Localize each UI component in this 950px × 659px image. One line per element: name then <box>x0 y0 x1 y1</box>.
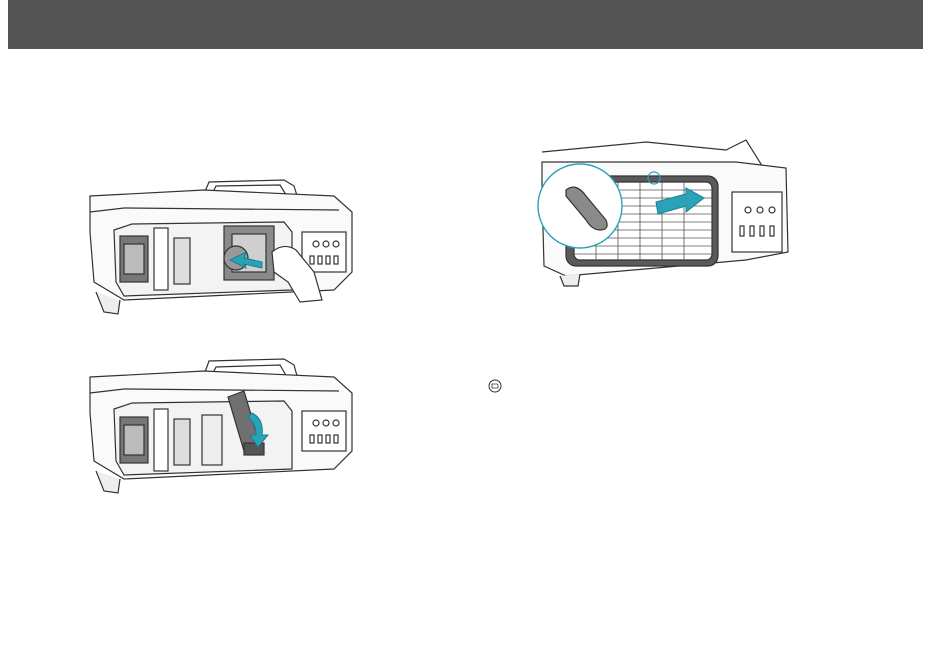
note-icon <box>488 379 502 393</box>
lamp-lever-illustration <box>84 355 360 503</box>
lamp-insert-illustration <box>84 172 360 324</box>
lamp-cover-illustration <box>536 132 792 294</box>
page-header-bar <box>8 0 923 49</box>
